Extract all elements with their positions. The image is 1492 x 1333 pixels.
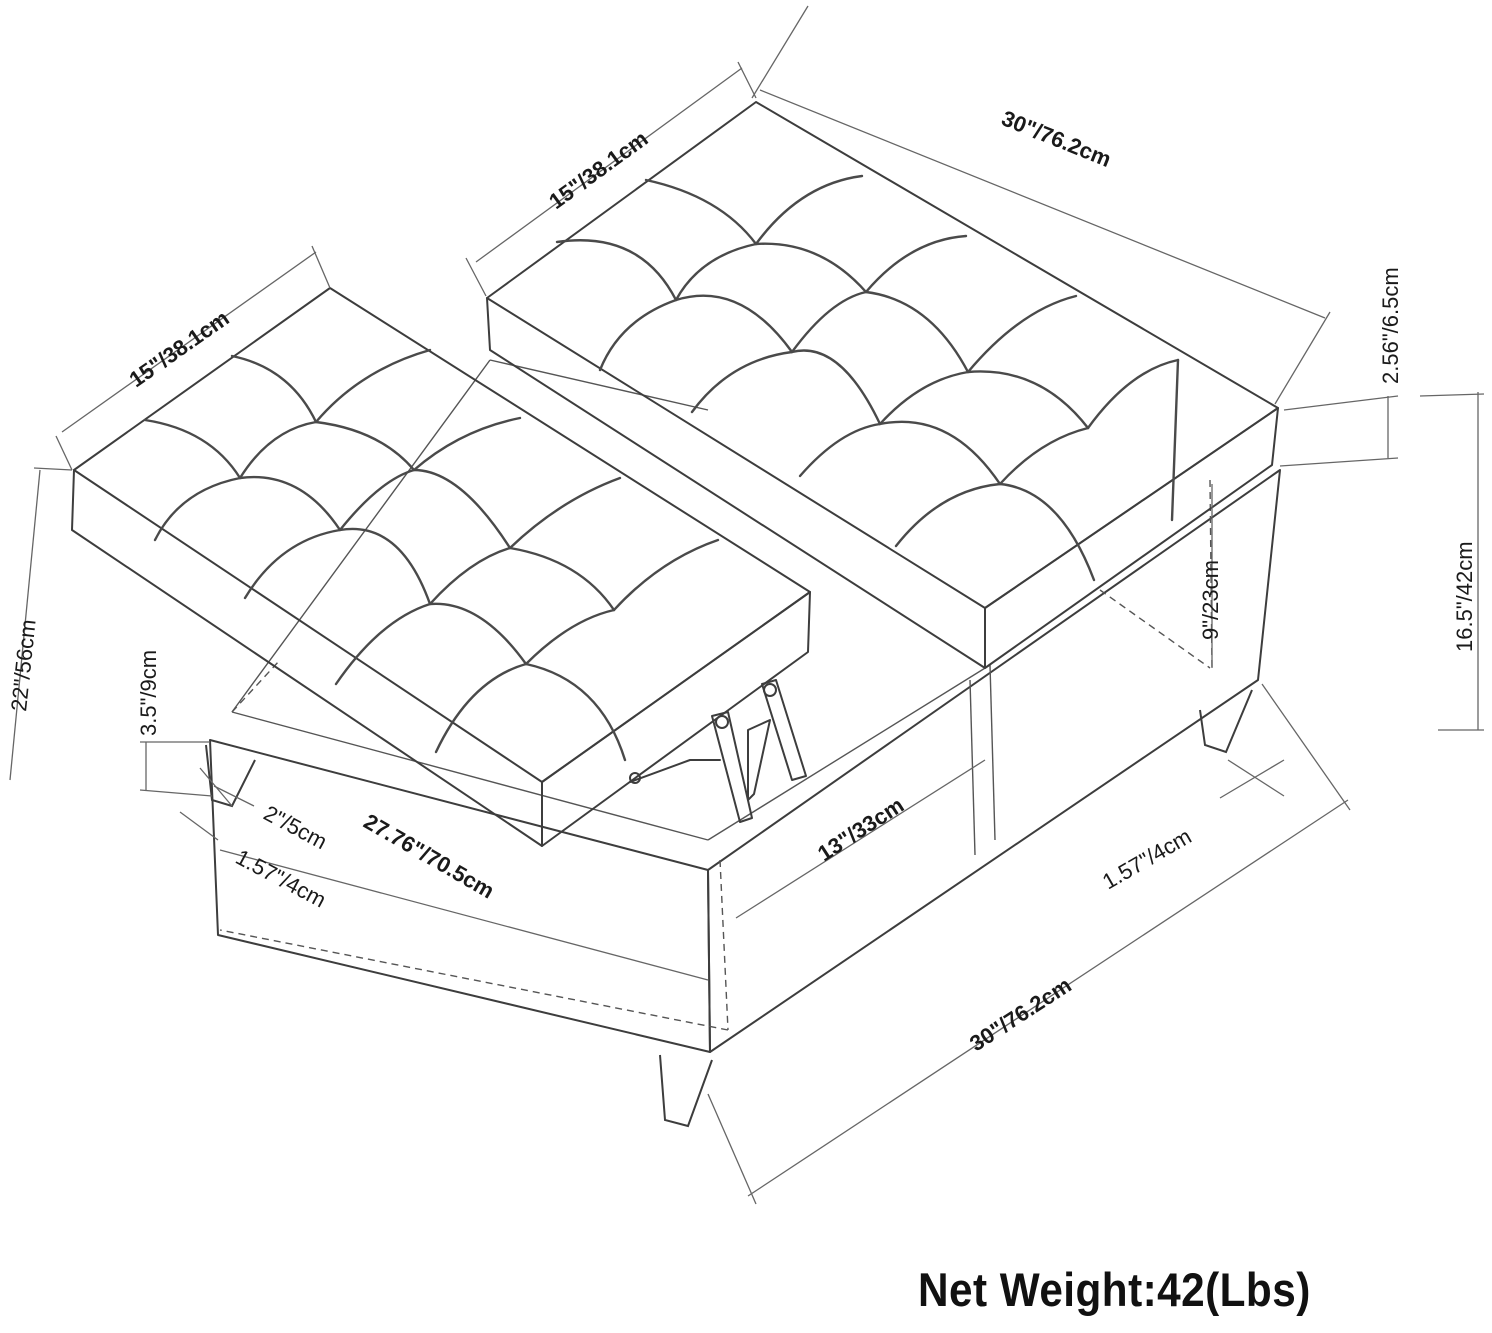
dim-inner-depth: 9"/23cm xyxy=(1198,560,1223,640)
dim-base-length: 30"/76.2cm xyxy=(965,972,1076,1056)
dim-leg-size-b: 1.57"/4cm xyxy=(232,844,331,912)
dim-lift-tray-width: 15"/38.1cm xyxy=(125,305,234,392)
net-weight-label: Net Weight:42(Lbs) xyxy=(918,1263,1311,1316)
dim-inner-length: 27.76"/70.5cm xyxy=(360,809,499,904)
lift-mechanism xyxy=(629,679,807,823)
dimension-lines xyxy=(9,5,1485,1205)
dim-top-tray-width: 15"/38.1cm xyxy=(544,126,652,214)
fixed-tray xyxy=(486,101,1279,669)
lift-tray xyxy=(71,287,811,847)
dim-total-height: 16.5"/42cm xyxy=(1452,541,1477,652)
ottoman-base xyxy=(209,359,1281,1053)
dim-leg-height: 3.5"/9cm xyxy=(136,650,161,736)
dim-leg-size-a: 2"/5cm xyxy=(260,800,332,854)
ottoman-legs xyxy=(205,689,1253,1128)
dim-top-thickness: 2.56"/6.5cm xyxy=(1378,267,1403,384)
dim-top-tray-length: 30"/76.2cm xyxy=(998,105,1115,171)
dim-inner-width: 13"/33cm xyxy=(813,792,908,866)
dim-leg-size-right: 1.57"/4cm xyxy=(1098,824,1196,895)
dim-lifted-height: 22"/56cm xyxy=(6,618,41,712)
